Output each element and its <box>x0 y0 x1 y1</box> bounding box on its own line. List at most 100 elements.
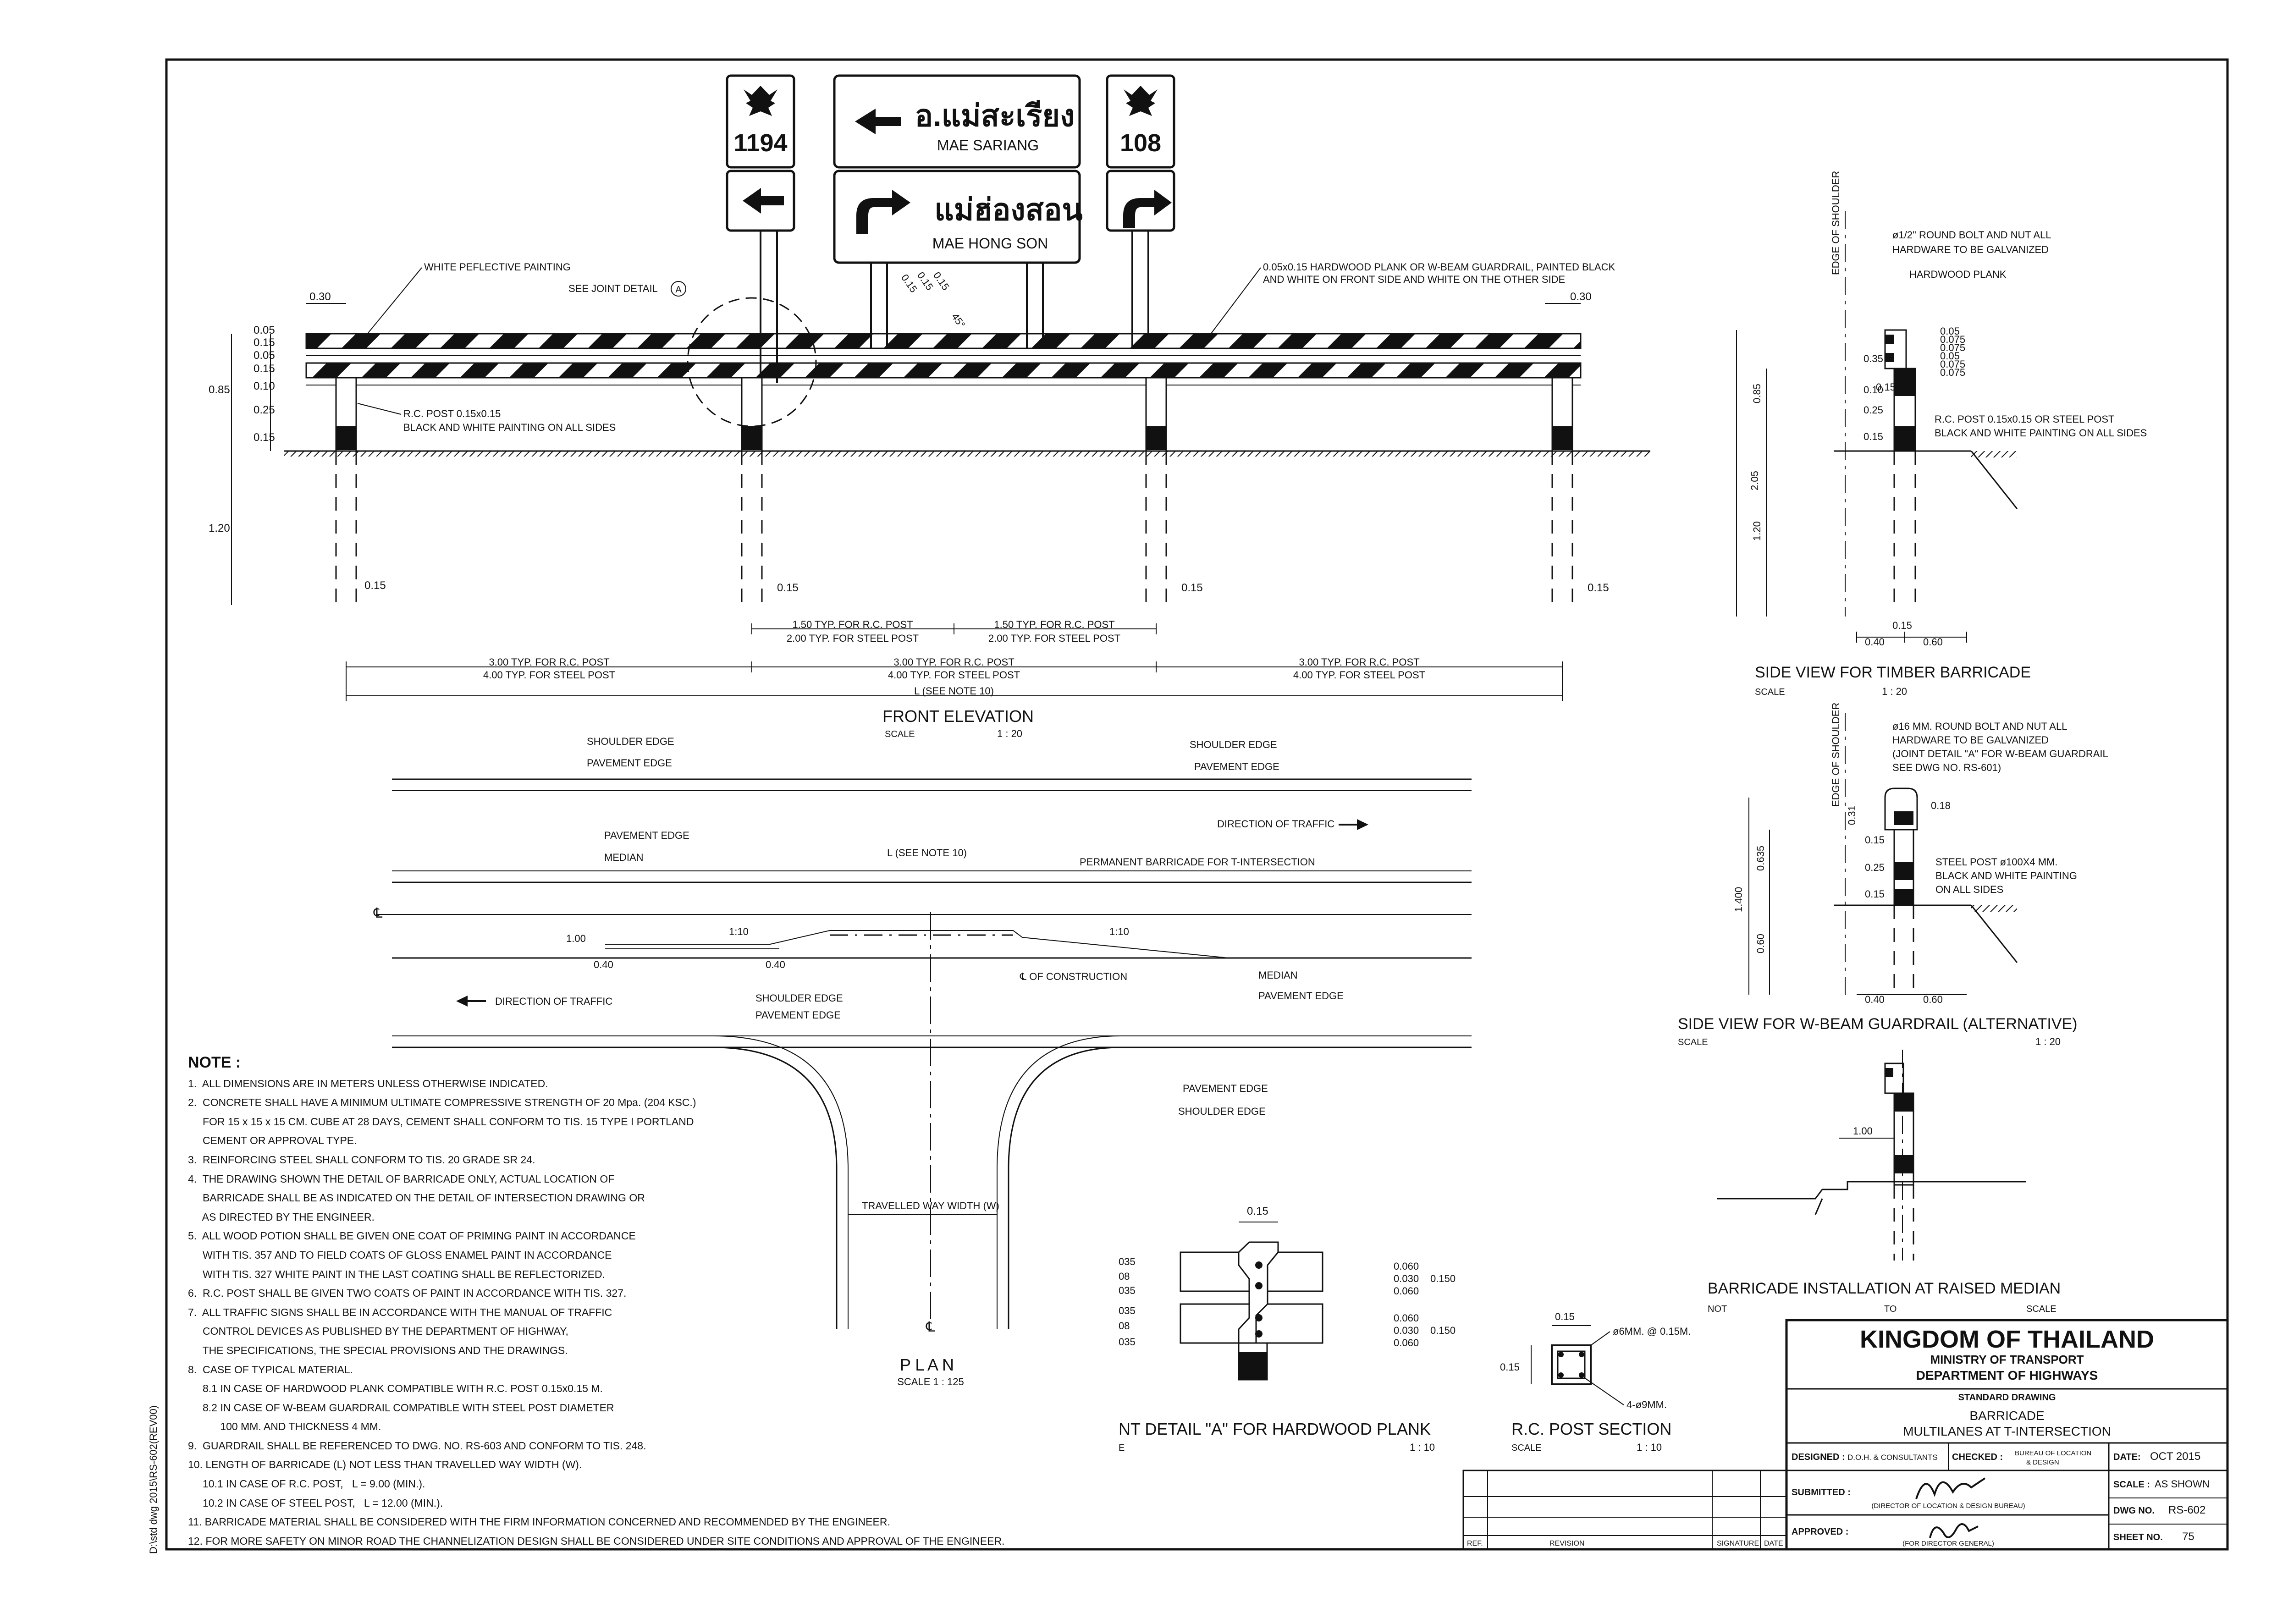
rc-post-section: 0.15 0.15 ø6MM. @ 0.15M. 4-ø9MM. R.C. PO… <box>1500 1311 1691 1453</box>
plan-pavement-edge-5: PAVEMENT EDGE <box>755 1009 841 1021</box>
lower-plank <box>305 362 1582 379</box>
plan-travelled-width: TRAVELLED WAY WIDTH (W) <box>862 1200 999 1211</box>
typ-2b-1: 4.00 TYP. FOR STEEL POST <box>483 669 615 681</box>
plan-dim-040-a: 0.40 <box>594 959 613 970</box>
timber-scale-value: 1 : 20 <box>1882 686 1907 697</box>
route-number-right: 108 <box>1120 129 1161 157</box>
tb-scale-value: AS SHOWN <box>2155 1478 2210 1490</box>
note-line: 8. CASE OF TYPICAL MATERIAL. <box>188 1363 353 1376</box>
note-line: 2. CONCRETE SHALL HAVE A MINIMUM ULTIMAT… <box>188 1096 696 1109</box>
plan-cl-symbol-bottom: ℄ <box>926 1320 935 1335</box>
dim-120: 1.20 <box>209 522 230 534</box>
note-line: 9. GUARDRAIL SHALL BE REFERENCED TO DWG.… <box>188 1439 646 1452</box>
tb-dwg-label: DWG NO. <box>2113 1506 2155 1516</box>
note-line: 8.1 IN CASE OF HARDWOOD PLANK COMPATIBLE… <box>188 1382 603 1395</box>
timber-dim-010: 0.10 <box>1864 384 1883 396</box>
revision-block: REF. REVISION SIGNATURE DATE <box>1462 1470 1787 1550</box>
plan-l-note: L (SEE NOTE 10) <box>887 847 967 859</box>
joint-left-6: 035 <box>1119 1336 1136 1348</box>
wbeam-bolt-3: (JOINT DETAIL "A" FOR W-BEAM GUARDRAIL <box>1892 748 2108 760</box>
route-number-left: 1194 <box>733 129 787 157</box>
note-line: FOR 15 x 15 x 15 CM. CUBE AT 28 DAYS, CE… <box>188 1115 694 1128</box>
rc-stirrup: ø6MM. @ 0.15M. <box>1613 1326 1691 1337</box>
timber-dim-035: 0.35 <box>1864 353 1883 364</box>
upper-plank <box>305 333 1582 349</box>
dim-stack-5: 0.10 <box>254 380 275 392</box>
plan-scale: SCALE 1 : 125 <box>897 1376 964 1387</box>
arrow-left-icon <box>855 109 901 134</box>
tb-multilanes: MULTILANES AT T-INTERSECTION <box>1903 1424 2111 1438</box>
diag-dim-3: 0.15 <box>931 270 952 292</box>
timber-title: SIDE VIEW FOR TIMBER BARRICADE <box>1755 664 2031 681</box>
note-line: 4. THE DRAWING SHOWN THE DETAIL OF BARRI… <box>188 1173 615 1185</box>
destination-thai-bottom: แม่ฮ่องสอน <box>934 193 1082 226</box>
joint-ref: A <box>675 285 682 295</box>
timber-dim-085: 0.85 <box>1751 384 1763 403</box>
plan-construction: ℄ OF CONSTRUCTION <box>1020 971 1127 982</box>
plan-dim-100: 1.00 <box>566 933 586 944</box>
tb-date-value: OCT 2015 <box>2150 1450 2200 1463</box>
side-view-timber: EDGE OF SHOULDER ø1/2" ROUND BOLT AND NU… <box>1736 171 2147 697</box>
timber-dim-015: 0.15 <box>1864 431 1883 442</box>
sheet-border <box>165 58 2229 1551</box>
signature-approved <box>1929 1523 1979 1538</box>
rc-post-label-2: BLACK AND WHITE PAINTING ON ALL SIDES <box>403 422 616 433</box>
arrow-left-icon <box>456 996 486 1007</box>
wbeam-dim-040: 0.40 <box>1865 994 1885 1005</box>
wbeam-scale-value: 1 : 20 <box>2035 1036 2061 1047</box>
joint-detail: 0.15 035 08 035 035 08 035 0.060 0.030 0… <box>1119 1205 1456 1453</box>
destination-sign-bottom <box>833 170 1081 264</box>
wbeam-dim-031: 0.31 <box>1846 805 1858 825</box>
typ-1a-right: 1.50 TYP. FOR R.C. POST <box>994 619 1114 630</box>
plan-ratio-left: 1:10 <box>729 926 749 937</box>
wbeam-title: SIDE VIEW FOR W-BEAM GUARDRAIL (ALTERNAT… <box>1678 1015 2078 1033</box>
note-line: BARRICADE SHALL BE AS INDICATED ON THE D… <box>188 1192 645 1204</box>
dim-015-a: 0.15 <box>364 579 386 592</box>
title-block: KINGDOM OF THAILAND MINISTRY OF TRANSPOR… <box>1785 1319 2229 1551</box>
dim-015-d: 0.15 <box>1588 582 1609 594</box>
front-elevation-scale-label: SCALE <box>885 729 915 739</box>
note-line: 11. BARRICADE MATERIAL SHALL BE CONSIDER… <box>188 1516 890 1528</box>
tb-designed-label: DESIGNED : <box>1792 1452 1845 1462</box>
rc-post-label-1: R.C. POST 0.15x0.15 <box>403 408 501 419</box>
traffic-signs: 1194 อ.แม่สะเรียง MAE SARIANG แม่ฮ่องสอน… <box>726 74 1175 383</box>
wbeam-dim-0635: 0.635 <box>1755 846 1766 871</box>
front-elevation-scale-value: 1 : 20 <box>997 728 1022 739</box>
arrow-sign-right <box>1106 170 1175 232</box>
timber-scale-label: SCALE <box>1755 687 1785 697</box>
front-elevation-title: FRONT ELEVATION <box>882 707 1034 726</box>
plan-pavement-edge-3: PAVEMENT EDGE <box>604 830 689 841</box>
dim-stack-2: 0.15 <box>254 336 275 349</box>
joint-right-total-1: 0.150 <box>1430 1273 1456 1284</box>
elevation-posts <box>335 377 1573 605</box>
tb-submitted-by: (DIRECTOR OF LOCATION & DESIGN BUREAU) <box>1871 1502 2025 1510</box>
plan-pavement-edge-1: PAVEMENT EDGE <box>587 757 672 769</box>
note-line: THE SPECIFICATIONS, THE SPECIAL PROVISIO… <box>188 1344 568 1356</box>
tb-approved-by: (FOR DIRECTOR GENERAL) <box>1902 1540 1994 1547</box>
timber-post-1: R.C. POST 0.15x0.15 OR STEEL POST <box>1935 413 2114 425</box>
dim-015-b: 0.15 <box>777 582 799 594</box>
tb-standard: STANDARD DRAWING <box>1958 1393 2056 1403</box>
raised-scale: SCALE <box>2026 1304 2056 1314</box>
timber-bolt-2: HARDWARE TO BE GALVANIZED <box>1892 244 2049 255</box>
notes-title: NOTE : <box>188 1054 241 1071</box>
joint-right-1: 0.060 <box>1394 1261 1419 1272</box>
plan-shoulder-edge-4: SHOULDER EDGE <box>1178 1106 1266 1117</box>
rev-signature: SIGNATURE <box>1717 1540 1759 1547</box>
timber-dim-060: 0.60 <box>1923 636 1943 648</box>
dim-030-right: 0.30 <box>1570 291 1592 303</box>
dim-stack-3: 0.05 <box>254 349 275 362</box>
timber-dim-205: 2.05 <box>1749 471 1760 490</box>
typ-1b-right: 2.00 TYP. FOR STEEL POST <box>988 633 1120 644</box>
raised-not: NOT <box>1708 1304 1727 1314</box>
joint-left-4: 035 <box>1119 1305 1136 1316</box>
wbeam-dim-060b: 0.60 <box>1923 994 1943 1005</box>
rev-date: DATE <box>1764 1540 1783 1547</box>
wbeam-dim-015b: 0.15 <box>1865 888 1885 900</box>
note-line: 1. ALL DIMENSIONS ARE IN METERS UNLESS O… <box>188 1077 548 1090</box>
note-line: 7. ALL TRAFFIC SIGNS SHALL BE IN ACCORDA… <box>188 1306 612 1318</box>
timber-dim-015-side: 0.15 <box>1876 381 1896 393</box>
dim-stack-7: 0.15 <box>254 431 275 444</box>
note-line: 5. ALL WOOD POTION SHALL BE GIVEN ONE CO… <box>188 1230 636 1242</box>
